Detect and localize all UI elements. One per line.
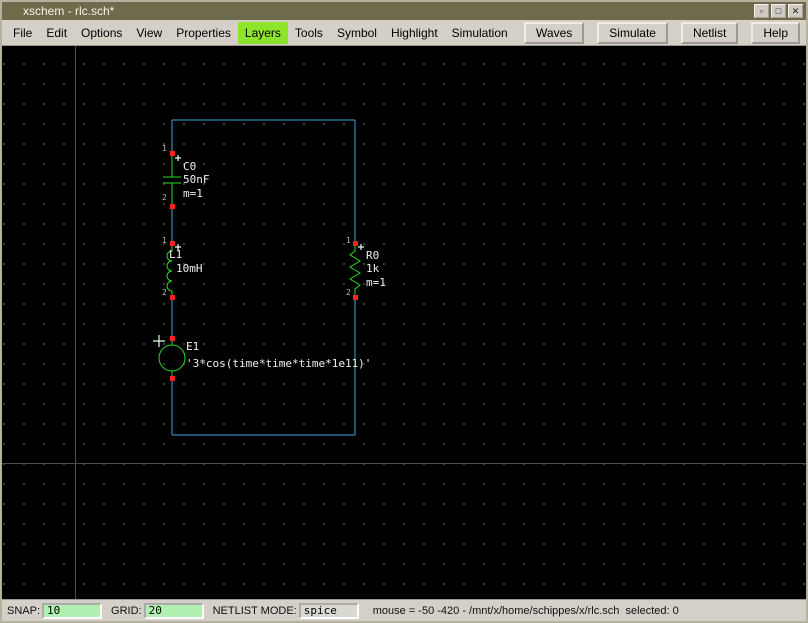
schematic-canvas[interactable]: C0 50nF m=1 L1 10mH E1 '3*cos(time*time*… bbox=[2, 46, 806, 599]
inductor-value-label[interactable]: 10mH bbox=[176, 262, 203, 275]
resistor-value-label[interactable]: 1k bbox=[366, 262, 379, 275]
menu-highlight[interactable]: Highlight bbox=[384, 22, 445, 44]
menu-tools[interactable]: Tools bbox=[288, 22, 330, 44]
menu-properties[interactable]: Properties bbox=[169, 22, 238, 44]
resistor-ref-label[interactable]: R0 bbox=[366, 249, 379, 262]
menu-bar: File Edit Options View Properties Layers… bbox=[2, 20, 806, 46]
toolbar-buttons: Waves Simulate Netlist Help bbox=[524, 22, 802, 44]
inductor-pin2-label: 2 bbox=[162, 288, 167, 297]
resistor-param-label[interactable]: m=1 bbox=[366, 276, 386, 289]
simulate-button[interactable]: Simulate bbox=[597, 22, 668, 44]
help-button[interactable]: Help bbox=[751, 22, 800, 44]
netlist-mode-label: NETLIST MODE: bbox=[213, 605, 297, 617]
menu-symbol[interactable]: Symbol bbox=[330, 22, 384, 44]
resistor-pin1-label: 1 bbox=[346, 236, 351, 245]
capacitor-param-label[interactable]: m=1 bbox=[183, 187, 203, 200]
grid-input[interactable] bbox=[144, 603, 204, 619]
capacitor-pin1-label: 1 bbox=[162, 144, 167, 153]
capacitor-ref-label[interactable]: C0 bbox=[183, 160, 196, 173]
menu-options[interactable]: Options bbox=[74, 22, 129, 44]
grid-label: GRID: bbox=[111, 605, 142, 617]
waves-button[interactable]: Waves bbox=[524, 22, 584, 44]
voltage-source-symbol[interactable] bbox=[159, 338, 185, 378]
menu-layers[interactable]: Layers bbox=[238, 22, 288, 44]
menu-edit[interactable]: Edit bbox=[39, 22, 74, 44]
resistor-pin2-label: 2 bbox=[346, 288, 351, 297]
close-button[interactable]: ✕ bbox=[788, 4, 803, 18]
snap-label: SNAP: bbox=[7, 605, 40, 617]
maximize-button[interactable]: □ bbox=[771, 4, 786, 18]
resistor-symbol[interactable] bbox=[350, 243, 360, 297]
netlist-button[interactable]: Netlist bbox=[681, 22, 738, 44]
vsource-ref-label[interactable]: E1 bbox=[186, 340, 199, 353]
title-bar[interactable]: xschem - rlc.sch* ▫ □ ✕ bbox=[2, 2, 806, 20]
minimize-button[interactable]: ▫ bbox=[754, 4, 769, 18]
inductor-pin1-label: 1 bbox=[162, 236, 167, 245]
mouse-status-text: mouse = -50 -420 - /mnt/x/home/schippes/… bbox=[373, 605, 679, 617]
capacitor-value-label[interactable]: 50nF bbox=[183, 173, 210, 186]
vsource-value-label[interactable]: '3*cos(time*time*time*1e11)' bbox=[186, 357, 371, 370]
capacitor-pin2-label: 2 bbox=[162, 193, 167, 202]
circuit-wires[interactable] bbox=[172, 120, 355, 435]
menu-simulation[interactable]: Simulation bbox=[445, 22, 515, 44]
snap-input[interactable] bbox=[42, 603, 102, 619]
window-controls: ▫ □ ✕ bbox=[752, 4, 803, 18]
menu-file[interactable]: File bbox=[6, 22, 39, 44]
inductor-ref-label[interactable]: L1 bbox=[169, 248, 182, 261]
menu-view[interactable]: View bbox=[129, 22, 169, 44]
status-bar: SNAP: GRID: NETLIST MODE: mouse = -50 -4… bbox=[2, 599, 806, 621]
window-title: xschem - rlc.sch* bbox=[23, 4, 114, 18]
netlist-mode-input[interactable] bbox=[299, 603, 359, 619]
schematic-drawing bbox=[2, 46, 806, 599]
